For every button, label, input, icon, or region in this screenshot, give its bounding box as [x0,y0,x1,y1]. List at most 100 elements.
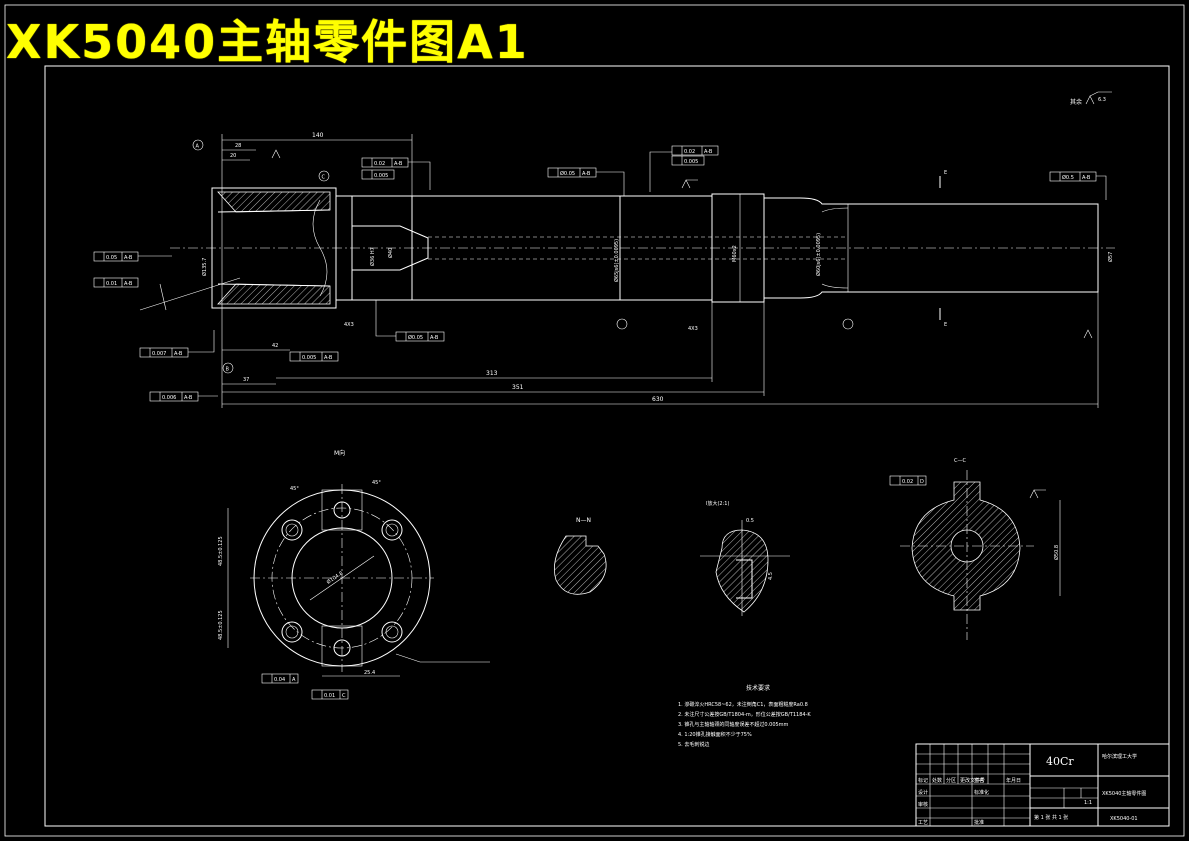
dim-140: 140 [312,132,324,139]
svg-text:E: E [944,322,947,328]
svg-text:0.04: 0.04 [274,677,285,683]
section-nn-title: N—N [576,517,591,524]
tech-req-item: 1. 渗碳淬火HRC58~62，未注倒角C1，表面粗糙度Ra0.8 [678,701,808,708]
svg-text:0.005: 0.005 [302,355,316,361]
svg-text:Ø36 H7: Ø36 H7 [369,247,376,266]
svg-text:C: C [342,693,346,699]
svg-text:A: A [292,677,296,683]
tb-school: 哈尔滨理工大学 [1102,753,1137,760]
tolerance-frame: Ø0.05 A-B [395,331,445,342]
dim-37: 37 [243,377,249,383]
tb-drawing-no: XK5040-01 [1110,816,1138,822]
datum-a-circle [192,139,204,151]
detail-title: I放大(2:1) [706,500,729,507]
svg-text:Ø50.8: Ø50.8 [1053,545,1060,560]
svg-text:4.5: 4.5 [768,572,774,580]
svg-text:M60x2: M60x2 [732,245,738,262]
tb-scale: 1:1 [1084,800,1092,806]
tb-row-label: 更改文件号 [960,777,985,784]
detail-view: I放大(2:1) 0.5 4.5 [700,500,790,616]
svg-text:Ø135.7: Ø135.7 [201,258,208,276]
dim-20: 20 [230,153,236,159]
svg-text:0.02: 0.02 [902,479,913,485]
svg-text:0.05: 0.05 [106,255,117,261]
tolerance-frame: 0.005 A-B [289,351,339,362]
dim-630: 630 [652,396,664,403]
svg-text:0.005: 0.005 [684,159,698,165]
tb-sheet: 第 1 张 共 1 张 [1034,814,1068,821]
end-view-title: M向 [334,449,345,457]
svg-text:A-B: A-B [324,355,333,361]
datum-labels: A B C [192,139,330,374]
svg-text:A-B: A-B [394,161,403,167]
outer-frame [4,4,1185,837]
tolerance-frame: 0.005 [671,155,705,166]
drawing-title: XK5040主轴零件图A1 [6,15,529,69]
inner-frame [44,65,1170,827]
svg-text:0.005: 0.005 [374,173,388,179]
svg-text:Ø57: Ø57 [1107,252,1114,262]
tolerance-frame: Ø0.5 A-B [1049,171,1097,182]
dim-351: 351 [512,384,524,391]
svg-text:A-B: A-B [174,351,183,357]
tech-req-item: 3. 锥孔与主轴轴颈的同轴度误差不超过0.005mm [678,721,789,728]
svg-text:A-B: A-B [124,281,133,287]
roughness-note-label: 其余 [1070,98,1082,106]
svg-text:A-B: A-B [124,255,133,261]
tolerance-frame: 0.007 A-B [139,347,189,358]
svg-text:0.02: 0.02 [684,149,695,155]
roughness-note: 其余 6.3 [1070,91,1112,106]
svg-text:Ø0.5: Ø0.5 [1062,174,1074,181]
tolerance-frame: 0.02 A-B [671,145,719,156]
angle-left: 45° [290,486,299,492]
tb-row-label: 年月日 [1006,777,1021,784]
tb-row-label: 处数 [932,777,942,784]
svg-text:Ø0.05: Ø0.05 [408,334,423,341]
tolerance-frame: 0.02 A-B [361,157,409,168]
tolerance-frame: 0.005 [361,169,395,180]
tb-role-label: 工艺 [918,820,928,826]
section-cc: C—C 0.02 D Ø50.8 [889,458,1061,640]
tb-role-label: 设计 [918,789,928,796]
tb-role-label: 标准化 [974,789,989,796]
angle-right: 45° [372,480,381,486]
svg-text:0.006: 0.006 [162,395,176,401]
tech-req-item: 2. 未注尺寸公差按GB/T1804-m，形位公差按GB/T1184-K [678,711,811,718]
tolerance-frame-perp: 0.01 C [311,689,349,700]
svg-text:D: D [920,479,924,485]
svg-text:Ø40: Ø40 [387,248,394,258]
svg-text:E: E [944,170,947,176]
svg-text:A-B: A-B [582,171,591,177]
tolerance-frame: 0.01 A-B [93,277,139,288]
shaft-main-view: E E Ø36 H7 Ø40 Ø135.7 Ø65js6(±0.0095) M6… [139,170,1115,330]
tb-material: 40Cr [1046,755,1074,768]
dim-313: 313 [486,370,498,377]
svg-text:A-B: A-B [430,335,439,341]
svg-text:A-B: A-B [1082,175,1091,181]
tb-row-label: 签名 [974,777,984,784]
tech-requirements: 技术要求 1. 渗碳淬火HRC58~62，未注倒角C1，表面粗糙度Ra0.8 2… [678,684,811,748]
dim-48-top: 48.5±0.125 [218,536,224,566]
svg-text:0.01: 0.01 [106,281,117,287]
section-nn: N—N [553,517,607,595]
datum-c-circle [318,170,330,182]
roughness-note-value: 6.3 [1098,97,1106,103]
tolerance-frame: Ø0.05 A-B [547,167,597,178]
svg-text:Ø0.05: Ø0.05 [560,170,575,177]
tb-row-label: 分区 [946,777,956,784]
dim-42: 42 [272,343,278,349]
tb-row-label: 标记 [918,777,928,784]
tech-req-heading: 技术要求 [746,684,770,692]
svg-text:A-B: A-B [704,149,713,155]
horizontal-dimensions: 140 28 20 42 313 351 630 37 4X3 4X3 [221,132,1099,408]
datum-b-circle [222,362,234,374]
datum-b: B [226,367,230,373]
section-cc-title: C—C [954,458,966,464]
svg-text:0.02: 0.02 [374,161,385,167]
svg-text:0.5: 0.5 [746,518,754,524]
tolerance-frame-cc: 0.02 D [889,475,927,486]
tb-role-label: 批准 [974,819,984,826]
tb-drawing-name: XK5040主轴零件图 [1102,790,1146,797]
